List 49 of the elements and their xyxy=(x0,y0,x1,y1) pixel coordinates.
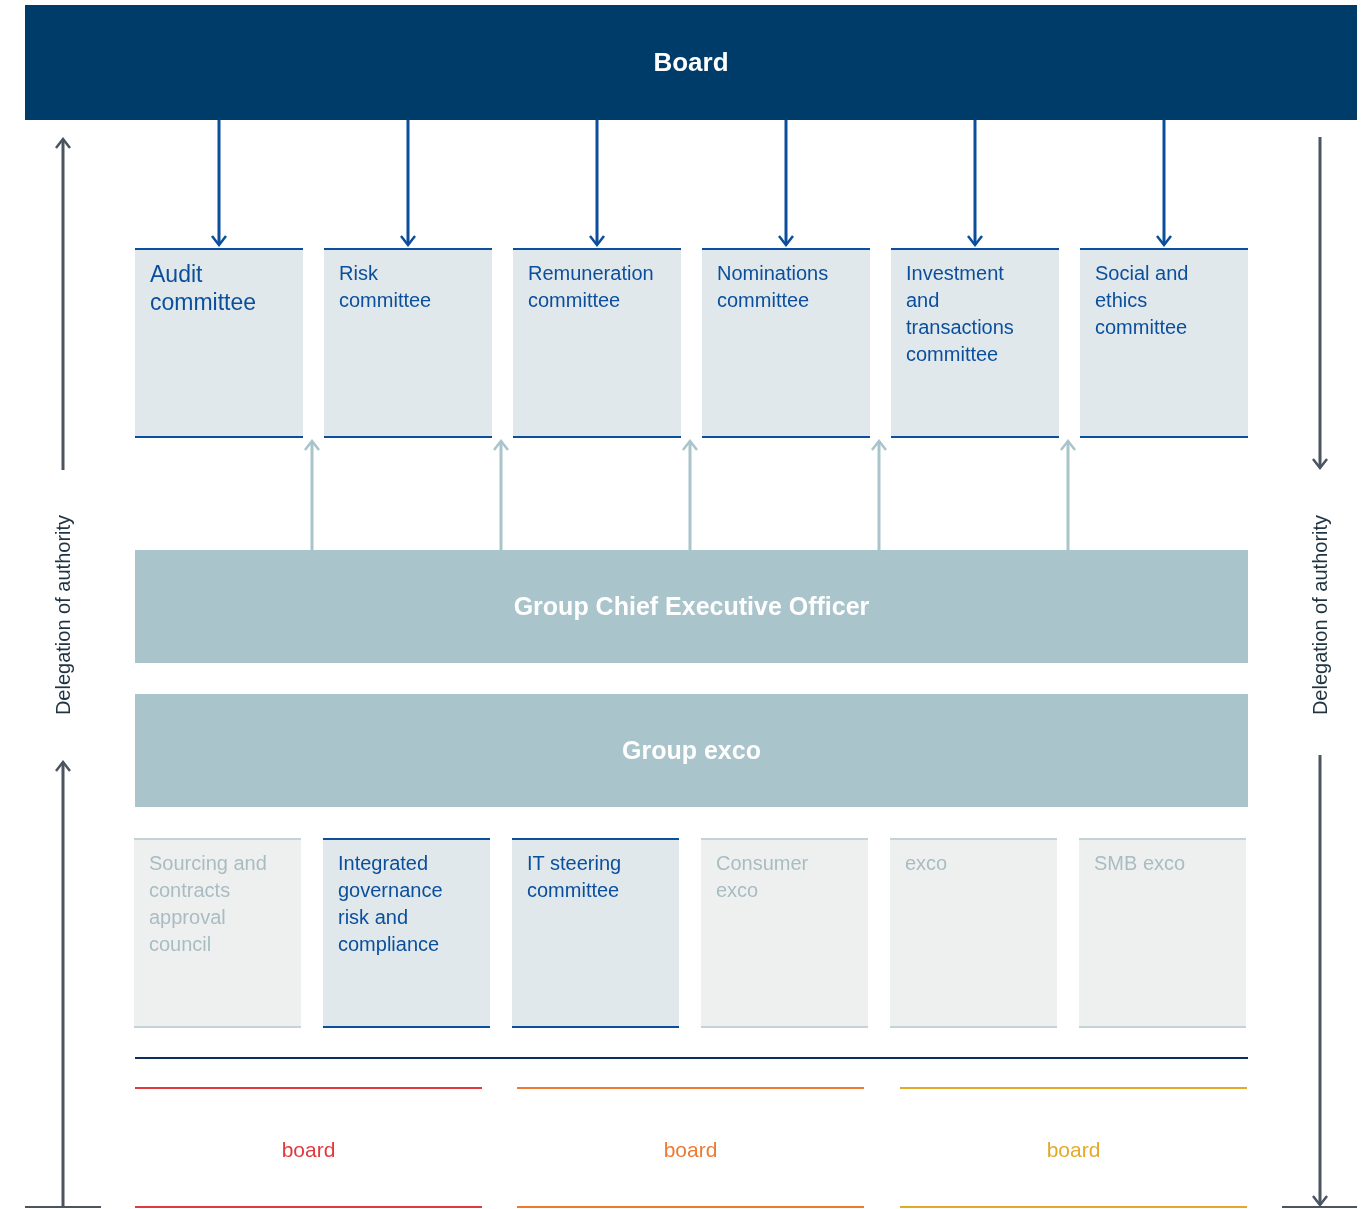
node-label: exco xyxy=(905,851,949,876)
axis-label: Delegation of authority xyxy=(1308,514,1332,716)
arrow xyxy=(1059,439,1077,550)
committee-box xyxy=(1079,838,1246,1028)
committee-box xyxy=(890,838,1057,1028)
node-label: Group Chief Executive Officer xyxy=(513,590,870,622)
node-label: Investment and transactions committee xyxy=(906,261,1015,367)
node-label: Board xyxy=(653,46,729,79)
arrow xyxy=(1155,120,1173,247)
board-panel xyxy=(900,1087,1247,1208)
arrow xyxy=(870,439,888,550)
node-label: Sourcing and contracts approval council xyxy=(149,851,268,957)
node-label: board xyxy=(663,1137,718,1164)
node-label: board xyxy=(281,1137,336,1164)
committee-box xyxy=(135,248,303,438)
committee-box xyxy=(1080,248,1248,438)
axis-label: Delegation of authority xyxy=(51,514,75,716)
committee-box xyxy=(323,838,490,1028)
committee-box xyxy=(513,248,681,438)
arrow xyxy=(399,120,417,247)
node-label: Audit committee xyxy=(150,260,258,316)
arrow xyxy=(588,120,606,247)
node-label: IT steering committee xyxy=(527,851,623,903)
board-panel xyxy=(517,1087,864,1208)
arrow xyxy=(966,120,984,247)
arrow xyxy=(303,439,321,550)
node-label: SMB exco xyxy=(1094,851,1187,876)
node-label: board xyxy=(1046,1137,1101,1164)
executive-band xyxy=(135,694,1248,807)
committee-box xyxy=(324,248,492,438)
node-label: Social and ethics committee xyxy=(1095,261,1190,340)
board-banner xyxy=(25,5,1357,120)
committee-box xyxy=(512,838,679,1028)
executive-band xyxy=(135,550,1248,663)
node-label: Remuneration committee xyxy=(528,261,655,313)
committee-box xyxy=(134,838,301,1028)
node-label: Integrated governance risk and compliance xyxy=(338,851,444,957)
committee-box xyxy=(702,248,870,438)
arrow xyxy=(492,439,510,550)
node-label: Nominations committee xyxy=(717,261,830,313)
board-panel xyxy=(135,1087,482,1208)
arrow xyxy=(210,120,228,247)
node-label: Group exco xyxy=(622,734,761,766)
committee-box xyxy=(891,248,1059,438)
arrow xyxy=(681,439,699,550)
committee-box xyxy=(701,838,868,1028)
node-label: Consumer exco xyxy=(716,851,810,903)
node-label: Risk committee xyxy=(339,261,433,313)
arrow xyxy=(777,120,795,247)
